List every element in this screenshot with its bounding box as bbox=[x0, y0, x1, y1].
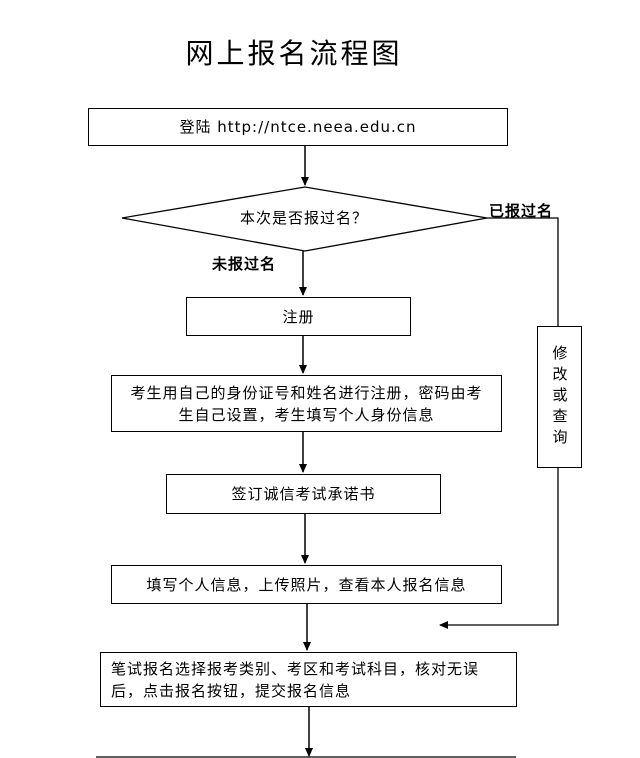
fill-info-text: 填写个人信息，上传照片，查看本人报名信息 bbox=[146, 575, 467, 594]
modify-query-box: 修改或查询 bbox=[537, 326, 582, 468]
login-box: 登陆 http://ntce.neea.edu.cn bbox=[88, 108, 508, 146]
pledge-text: 签订诚信考试承诺书 bbox=[231, 485, 376, 503]
branch-no-label: 未报过名 bbox=[212, 255, 277, 273]
select-exam-text: 笔试报名选择报考类别、考区和考试科目，核对无误后，点击报名按钮，提交报名信息 bbox=[111, 659, 480, 700]
pledge-box: 签订诚信考试承诺书 bbox=[166, 474, 441, 514]
register-box: 注册 bbox=[186, 297, 411, 336]
login-text: 登陆 http://ntce.neea.edu.cn bbox=[179, 118, 417, 136]
register-text: 注册 bbox=[282, 307, 315, 326]
side-return-line bbox=[439, 468, 559, 629]
modify-query-text: 修改或查询 bbox=[550, 344, 569, 450]
page-title: 网上报名流程图 bbox=[185, 37, 403, 70]
select-exam-box: 笔试报名选择报考类别、考区和考试科目，核对无误后，点击报名按钮，提交报名信息 bbox=[100, 652, 517, 707]
id-register-text: 考生用自己的身份证号和姓名进行注册，密码由考生自己设置，考生填写个人身份信息 bbox=[130, 383, 483, 424]
branch-yes-label: 已报过名 bbox=[489, 202, 554, 220]
yes-branch-line bbox=[487, 217, 559, 326]
decision-text: 本次是否报过名？ bbox=[239, 209, 368, 227]
id-register-box: 考生用自己的身份证号和姓名进行注册，密码由考生自己设置，考生填写个人身份信息 bbox=[111, 375, 502, 432]
fill-info-box: 填写个人信息，上传照片，查看本人报名信息 bbox=[111, 565, 502, 604]
